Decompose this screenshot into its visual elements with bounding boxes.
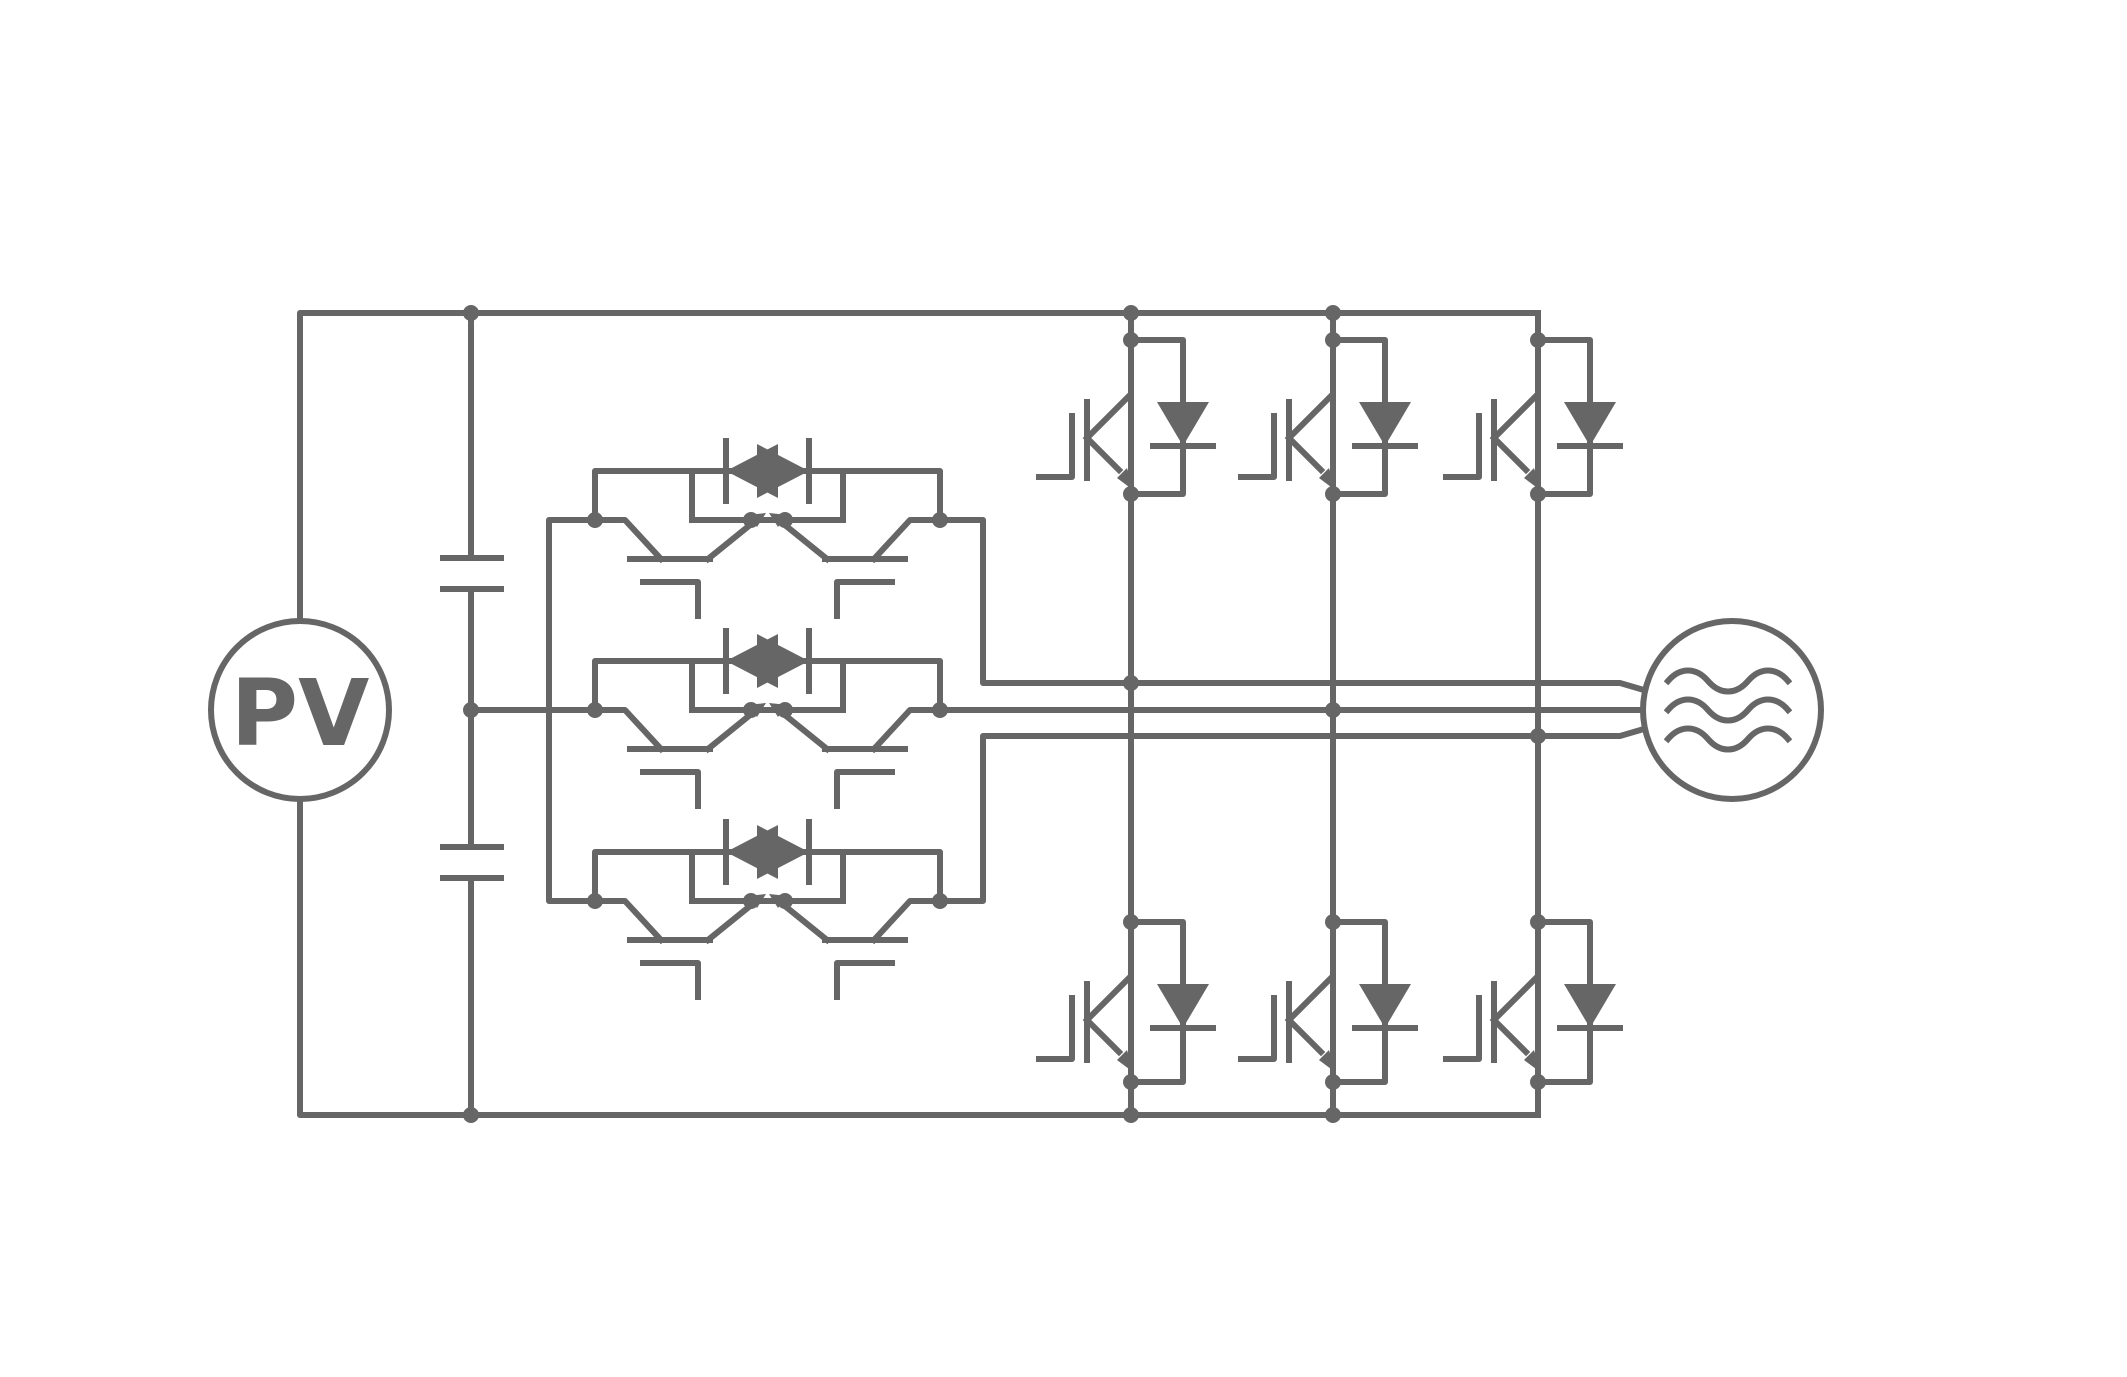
ac-grid-icon <box>1640 618 1824 802</box>
pv-source: PV <box>208 618 392 802</box>
phase-leg-switches <box>1039 337 1620 1085</box>
pv-label: PV <box>231 660 370 767</box>
junction-dots <box>463 305 1546 1123</box>
t-type-switch-cells <box>595 441 940 997</box>
circuit-wiring <box>297 310 1648 1118</box>
